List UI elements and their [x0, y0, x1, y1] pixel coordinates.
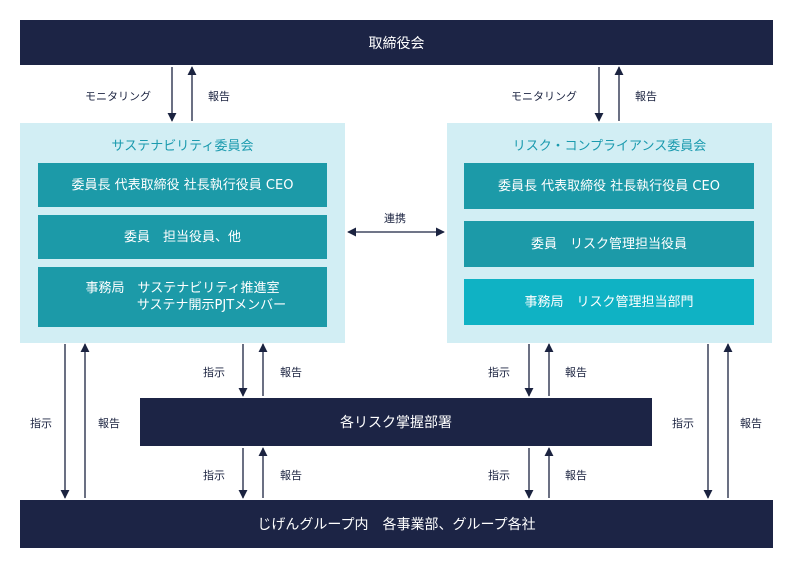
board-label: 取締役会: [368, 35, 425, 52]
risk-chair-box: 委員長 代表取締役 社長執行役員 CEO: [464, 163, 754, 209]
report-label-sus-dept: 報告: [280, 366, 302, 379]
report-label-board-left: 報告: [208, 90, 230, 103]
risk-departments-box: 各リスク掌握部署: [140, 398, 652, 446]
report-label-sus-group: 報告: [98, 417, 120, 430]
risk-secretariat-box: 事務局 リスク管理担当部門: [464, 279, 754, 325]
sustainability-secretariat-line2: サステナ開示PJTメンバー: [136, 298, 287, 313]
monitoring-label-left: モニタリング: [85, 90, 151, 103]
report-label-dept-group-right: 報告: [565, 469, 587, 482]
instruct-label-risk-dept: 指示: [488, 366, 510, 379]
sustainability-chair-text: 委員長 代表取締役 社長執行役員 CEO: [71, 177, 294, 193]
report-label-risk-group: 報告: [740, 417, 762, 430]
risk-secretariat-text: 事務局 リスク管理担当部門: [524, 294, 694, 310]
group-companies-box: じげんグループ内 各事業部、グループ各社: [20, 500, 773, 548]
sustainability-members-box: 委員 担当役員、他: [38, 215, 327, 259]
liaison-label: 連携: [384, 212, 406, 225]
risk-compliance-committee-title: リスク・コンプライアンス委員会: [512, 139, 707, 154]
sustainability-secretariat-box: 事務局 サステナビリティ推進室 サステナ開示PJTメンバー: [38, 267, 327, 327]
risk-members-text: 委員 リスク管理担当役員: [530, 236, 687, 252]
report-label-risk-dept: 報告: [565, 366, 587, 379]
instruct-label-dept-group-right: 指示: [488, 469, 510, 482]
board-of-directors-box: 取締役会: [20, 20, 773, 65]
sustainability-committee-title: サステナビリティ委員会: [111, 139, 254, 154]
instruct-label-risk-group: 指示: [672, 417, 694, 430]
risk-departments-label: 各リスク掌握部署: [340, 415, 452, 431]
risk-members-box: 委員 リスク管理担当役員: [464, 221, 754, 267]
monitoring-label-right: モニタリング: [511, 90, 577, 103]
report-label-dept-group-left: 報告: [280, 469, 302, 482]
instruct-label-dept-group-left: 指示: [203, 469, 225, 482]
instruct-label-sus-group: 指示: [30, 417, 52, 430]
sustainability-secretariat-line1: 事務局 サステナビリティ推進室: [85, 281, 280, 296]
sustainability-members-text: 委員 担当役員、他: [123, 229, 241, 245]
group-companies-label: じげんグループ内 各事業部、グループ各社: [257, 517, 536, 533]
sustainability-chair-box: 委員長 代表取締役 社長執行役員 CEO: [38, 163, 327, 207]
report-label-board-right: 報告: [635, 90, 657, 103]
risk-chair-text: 委員長 代表取締役 社長執行役員 CEO: [498, 178, 720, 194]
instruct-label-sus-dept: 指示: [203, 366, 225, 379]
